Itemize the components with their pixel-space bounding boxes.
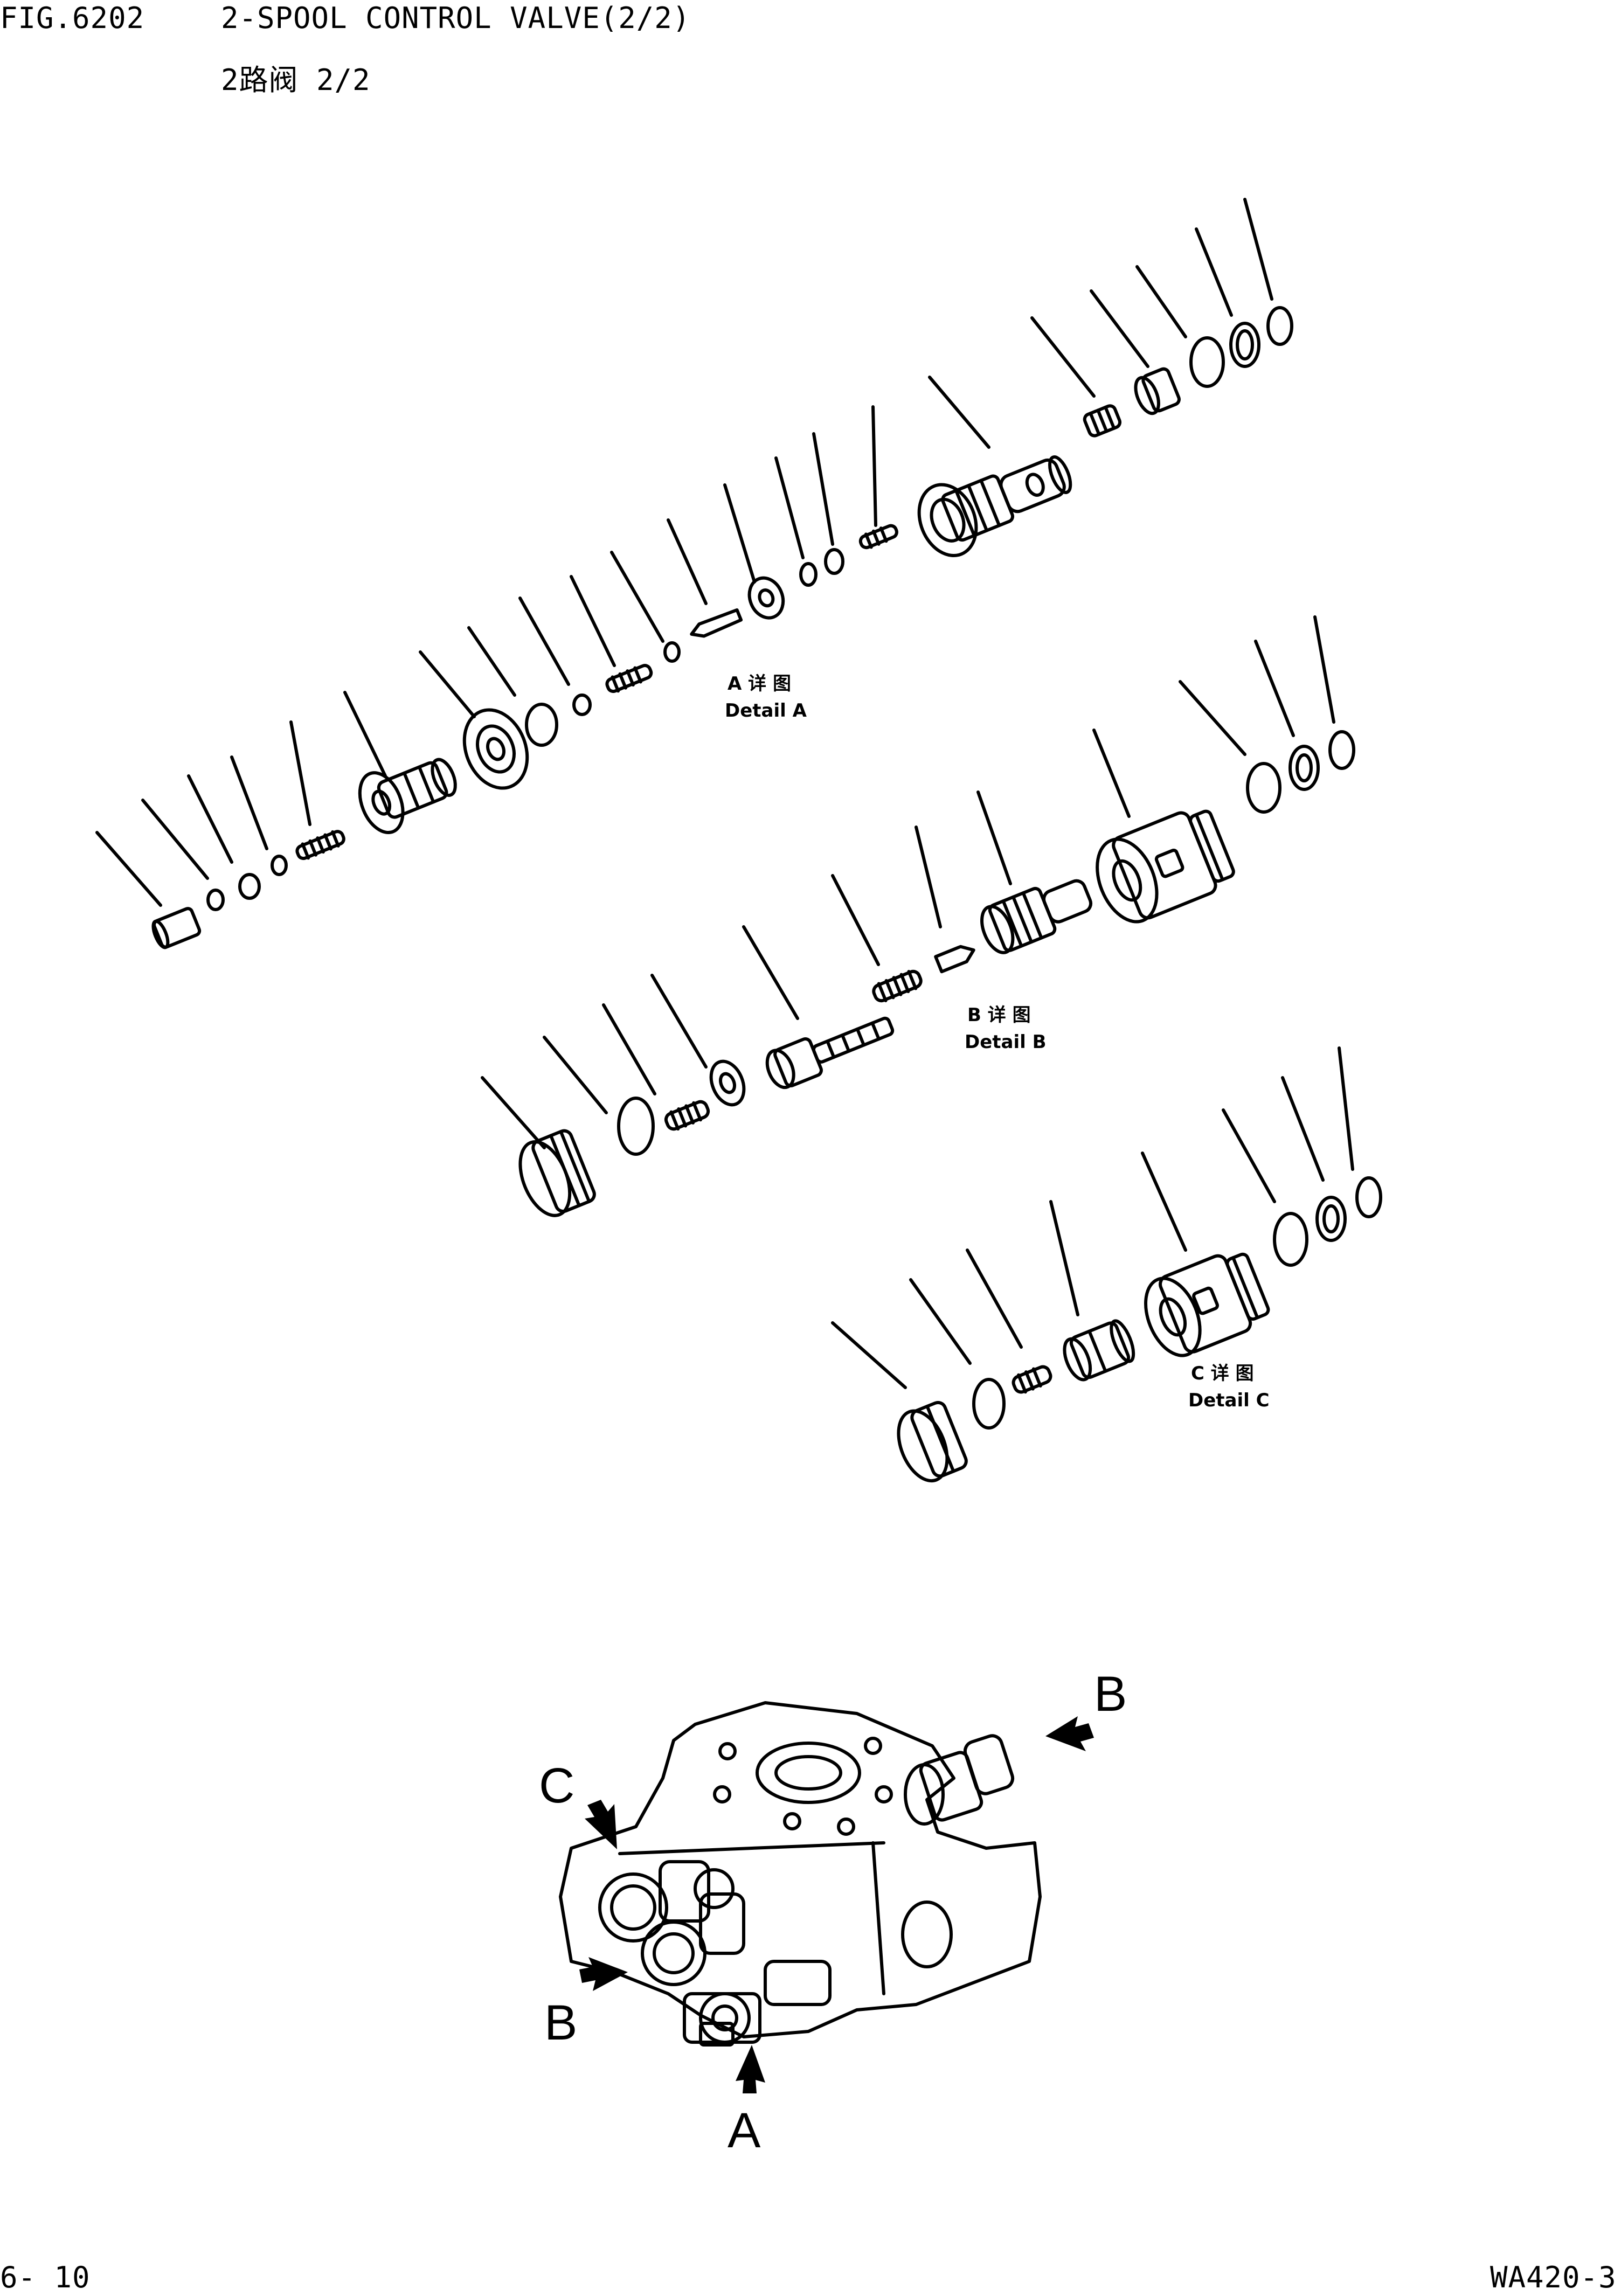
arrow-a — [736, 2045, 765, 2093]
arrow-b-top — [1045, 1716, 1094, 1751]
plug-b — [518, 1129, 596, 1217]
arrow-c — [585, 1800, 617, 1849]
detail-a-label-cn: A 详 图 — [728, 673, 791, 695]
poppet-a — [690, 608, 743, 638]
main-valve-a — [917, 455, 1072, 558]
figure-number: FIG.6202 — [0, 1, 145, 35]
detail-b-parts — [518, 730, 1355, 1217]
o-ring-a1 — [206, 889, 225, 911]
poppet-b — [934, 945, 975, 974]
detail-c-label-cn: C 详 图 — [1191, 1363, 1254, 1384]
retainer-a — [462, 708, 529, 790]
sleeve-a — [358, 758, 457, 835]
figure-title: 2-SPOOL CONTROL VALVE(2/2) — [221, 1, 691, 35]
o-ring-c4 — [1355, 1176, 1382, 1218]
page-number: 6- 10 — [0, 2260, 91, 2294]
ball-a3 — [663, 641, 681, 663]
o-ring-a4 — [799, 562, 818, 587]
o-ring-a6 — [1189, 336, 1225, 388]
o-ring-b3 — [1289, 745, 1320, 791]
piston-b — [765, 1016, 895, 1090]
spring-c — [1012, 1365, 1052, 1394]
detail-c-leaders — [831, 1046, 1354, 1389]
detail-a-label: Detail A — [725, 700, 807, 722]
ball-a2 — [572, 693, 592, 716]
spring-a3 — [858, 524, 898, 550]
washer-b — [709, 1059, 746, 1107]
view-label-a: A — [728, 2103, 761, 2158]
detail-c-label: Detail C — [1188, 1390, 1270, 1411]
seat-a — [747, 576, 785, 620]
detail-a-leaders — [95, 198, 1273, 907]
o-ring-b1 — [617, 1097, 655, 1156]
detail-b-label-cn: B 详 图 — [967, 1004, 1031, 1026]
o-ring-a2 — [238, 873, 261, 900]
o-ring-c3 — [1315, 1196, 1347, 1242]
cap-a — [1134, 367, 1181, 415]
o-ring-a3 — [525, 703, 558, 747]
o-ring-a7 — [1229, 322, 1260, 368]
spring-b1 — [664, 1100, 710, 1131]
spring-a2 — [605, 664, 653, 693]
detail-c-parts — [897, 1176, 1382, 1483]
valve-assembly — [559, 1701, 1042, 2047]
nut-a — [1083, 404, 1122, 438]
plug-c — [897, 1400, 968, 1483]
spring-a1 — [295, 830, 345, 861]
sleeve-b — [1096, 809, 1235, 924]
o-ring-c1 — [972, 1378, 1006, 1430]
o-ring-b4 — [1328, 730, 1355, 770]
figure-subtitle: 2路阀 2/2 — [221, 63, 371, 97]
spring-b2 — [872, 969, 923, 1003]
detail-b-leaders — [481, 615, 1335, 1149]
model-number: WA420-3 — [1490, 2260, 1617, 2294]
ball-a1 — [271, 855, 288, 876]
plug-a — [151, 907, 202, 949]
spool-b — [980, 879, 1093, 954]
o-ring-a5 — [824, 548, 844, 575]
arrow-b-left — [579, 1957, 628, 1991]
sleeve-c — [1144, 1252, 1270, 1357]
detail-a-parts — [151, 306, 1293, 949]
o-ring-b2 — [1246, 762, 1281, 814]
o-ring-c2 — [1273, 1212, 1308, 1267]
detail-b-label: Detail B — [965, 1031, 1047, 1053]
view-label-b-top: B — [1094, 1667, 1127, 1722]
poppet-c — [1063, 1319, 1135, 1382]
o-ring-a8 — [1266, 306, 1293, 346]
view-label-b-left: B — [544, 1995, 577, 2050]
view-label-c: C — [539, 1758, 574, 1813]
